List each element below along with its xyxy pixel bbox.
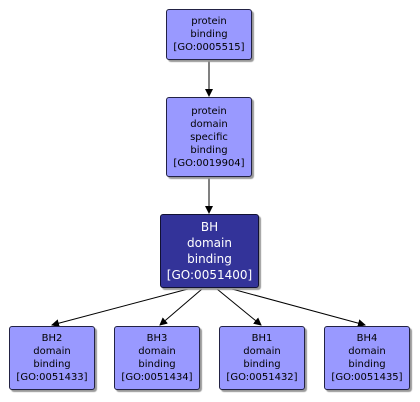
node-label-line: binding xyxy=(33,359,71,370)
node-go-id: [GO:0051432] xyxy=(226,372,298,383)
node-go-id: [GO:0051400] xyxy=(166,268,253,282)
node-label-line: protein xyxy=(191,16,227,27)
node-go-id: [GO:0019904] xyxy=(173,157,245,169)
node-go-id: [GO:0005515] xyxy=(173,42,245,53)
node-label-line: binding xyxy=(138,359,176,370)
node-bh2-domain-binding[interactable]: BH2 domain binding [GO:0051433] xyxy=(9,326,95,390)
node-label-line: BH4 xyxy=(356,333,378,344)
node-label-line: binding xyxy=(190,144,228,156)
node-label-line: domain xyxy=(348,346,386,357)
node-label-line: domain xyxy=(187,236,232,250)
node-protein-binding[interactable]: protein binding [GO:0005515] xyxy=(166,9,252,60)
node-label-line: domain xyxy=(138,346,176,357)
node-label-line: binding xyxy=(187,252,232,266)
node-label-line: protein xyxy=(191,105,227,117)
node-label-line: BH1 xyxy=(251,333,273,344)
node-go-id: [GO:0051434] xyxy=(121,372,193,383)
node-label-line: domain xyxy=(190,118,228,130)
node-protein-domain-specific-binding[interactable]: protein domain specific binding [GO:0019… xyxy=(166,97,252,177)
node-bh3-domain-binding[interactable]: BH3 domain binding [GO:0051434] xyxy=(114,326,200,390)
node-label-line: specific xyxy=(190,131,228,143)
node-go-id: [GO:0051435] xyxy=(331,372,403,383)
node-bh1-domain-binding[interactable]: BH1 domain binding [GO:0051432] xyxy=(219,326,305,390)
node-label-line: domain xyxy=(243,346,281,357)
node-go-id: [GO:0051433] xyxy=(16,372,88,383)
node-label-line: binding xyxy=(348,359,386,370)
node-label-line: domain xyxy=(33,346,71,357)
node-bh-domain-binding[interactable]: BH domain binding [GO:0051400] xyxy=(160,214,259,288)
node-label-line: binding xyxy=(243,359,281,370)
edge-bh-to-bh1 xyxy=(216,288,262,326)
edge-bh-to-bh2 xyxy=(51,288,189,328)
edge-bh-to-bh4 xyxy=(231,288,366,328)
node-bh4-domain-binding[interactable]: BH4 domain binding [GO:0051435] xyxy=(324,326,410,390)
node-label-line: BH xyxy=(200,220,219,234)
node-label-line: binding xyxy=(190,29,228,40)
node-label-line: BH3 xyxy=(146,333,168,344)
node-label-line: BH2 xyxy=(41,333,63,344)
edge-bh-to-bh3 xyxy=(159,288,203,326)
